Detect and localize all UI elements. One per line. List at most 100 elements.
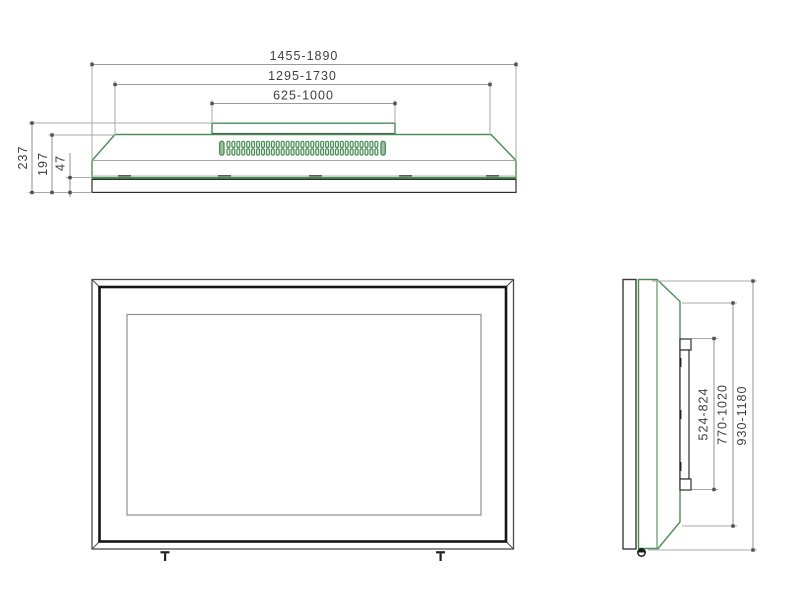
dim-tick	[751, 279, 755, 283]
grille-slot	[344, 140, 349, 149]
foot-bar	[436, 551, 445, 554]
dim-tick	[731, 524, 735, 528]
grille-slot	[295, 140, 300, 149]
dim-label-bracket-height: 524-824	[697, 388, 711, 441]
dim-tick	[50, 133, 54, 137]
grille-slot	[270, 140, 275, 149]
grille-slot	[265, 148, 270, 156]
grille-slot	[349, 148, 354, 156]
grille-slot	[320, 140, 325, 149]
front-foot-right	[436, 551, 445, 561]
side-body-outline	[637, 278, 681, 550]
mount-bar	[211, 122, 396, 135]
grille-slot	[285, 140, 290, 149]
grille-slot	[325, 140, 330, 149]
dim-tick	[50, 190, 54, 195]
grille-slot	[285, 148, 290, 156]
dim-tick	[751, 548, 755, 552]
dim-tick	[210, 101, 214, 106]
grille-slot	[231, 148, 236, 156]
grille-slot	[349, 140, 354, 149]
grille-slot	[246, 148, 251, 156]
grille-slot	[231, 140, 236, 149]
grille-slot	[255, 148, 261, 156]
grille-slot	[265, 140, 270, 149]
grille-slot	[280, 140, 285, 149]
bracket-bottom-tab	[679, 478, 692, 491]
side-view: 524-824 770-1020 930-1180	[622, 278, 757, 557]
dim-tick	[712, 487, 716, 492]
grille-slot	[226, 148, 231, 156]
grille-slot	[359, 148, 364, 156]
grille-slot	[359, 140, 364, 149]
grille-slot	[364, 140, 369, 149]
dim-frame-width: 1295-1730	[113, 69, 492, 133]
grille-slot	[236, 148, 241, 156]
dim-tick	[90, 62, 94, 67]
grille-slot	[280, 148, 285, 156]
grille-slot	[320, 148, 325, 156]
grille-end-slot	[218, 140, 225, 156]
dim-label-body-depth: 197	[36, 152, 50, 176]
grille-slot	[255, 140, 261, 149]
grille-slot	[315, 148, 320, 156]
dim-label-frame-width: 1295-1730	[268, 69, 337, 83]
grille-slot	[290, 140, 295, 149]
grille-slot	[310, 148, 315, 156]
foot-circle-shade	[637, 548, 646, 553]
dim-tick	[393, 101, 397, 106]
grille-slot	[236, 140, 241, 149]
dim-label-opening-height: 770-1020	[716, 384, 730, 445]
dim-tick	[712, 336, 716, 341]
dim-base-depth: 47	[54, 153, 92, 197]
dim-body-depth: 197	[36, 133, 115, 195]
grille-slot	[310, 140, 315, 149]
grille-slot	[364, 148, 369, 156]
dim-label-bracket-width: 625-1000	[273, 89, 334, 103]
grille-slot	[329, 140, 335, 149]
grille-slot	[334, 148, 339, 156]
dim-tick	[30, 190, 34, 195]
foot-stem	[164, 553, 167, 561]
grille-slot	[295, 148, 300, 156]
dim-overall-width: 1455-1890	[90, 49, 518, 159]
dim-overall-height: 930-1180	[648, 279, 757, 552]
wall-bracket	[679, 338, 692, 491]
grille-slot	[354, 148, 359, 156]
bottom-glide-foot	[637, 548, 646, 557]
dim-opening-height: 770-1020	[682, 301, 737, 528]
dim-tick	[488, 82, 492, 87]
dim-bracket-height: 524-824	[691, 336, 718, 492]
grille-slot	[275, 140, 280, 149]
grille-slot	[260, 140, 266, 149]
grille-slot	[260, 148, 266, 156]
front-view	[91, 278, 515, 561]
dim-tick	[68, 175, 72, 180]
grille-slot	[374, 140, 379, 149]
foot-bar	[160, 551, 170, 554]
dim-tick	[113, 82, 117, 87]
vent-grille	[218, 140, 386, 156]
grille-slot	[374, 148, 379, 156]
grille-slot	[246, 140, 251, 149]
base-band	[91, 178, 517, 193]
grille-slot	[369, 148, 374, 156]
dim-label-base-depth: 47	[54, 155, 68, 171]
dim-label-overall-height: 930-1180	[735, 386, 749, 446]
grille-end-slot	[380, 140, 386, 156]
front-foot-left	[160, 551, 170, 561]
grille-slot	[334, 140, 339, 149]
side-bezel	[622, 278, 637, 550]
grille-slot	[329, 148, 335, 156]
foot-stem	[439, 553, 442, 561]
grille-slot	[226, 140, 231, 149]
grille-slot	[305, 140, 310, 149]
grille-slot	[251, 140, 256, 149]
dim-overall-depth: 237	[16, 121, 212, 195]
grille-slot	[241, 140, 246, 149]
grille-slot	[241, 148, 246, 156]
top-view: 1455-1890 1295-1730 625-1000 237 19	[16, 49, 518, 197]
grille-slot	[315, 140, 320, 149]
